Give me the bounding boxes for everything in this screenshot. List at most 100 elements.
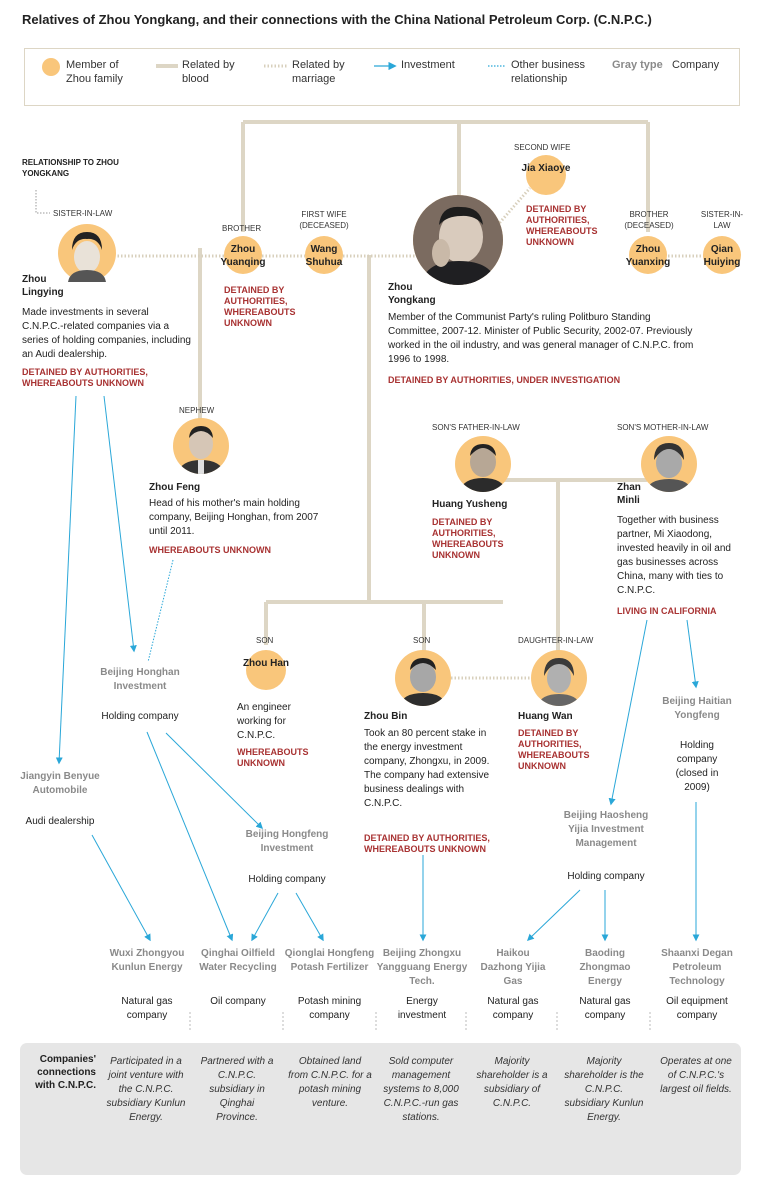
company-qinghai-name: Qinghai Oilfield Water Recycling bbox=[199, 948, 277, 973]
legend-marriage-label: Related by marriage bbox=[292, 59, 345, 85]
zhou-feng-photo bbox=[173, 418, 229, 474]
legend-blood-label: Related by blood bbox=[182, 59, 235, 85]
company-baoding-type: Natural gas company bbox=[579, 996, 631, 1021]
zhou-han-circle bbox=[246, 650, 286, 690]
zhou-han-status: WHEREABOUTS UNKNOWN bbox=[237, 747, 309, 768]
company-shaanxi-name: Shaanxi Degan Petroleum Technology bbox=[661, 948, 733, 987]
haosheng-name: Beijing Haosheng Yijia Investment Manage… bbox=[563, 810, 649, 849]
zhou-yongkang-name: Zhou Yongkang bbox=[388, 282, 436, 306]
zhou-han-name: Zhou Han bbox=[242, 658, 290, 669]
zhan-minli-name: Zhan Minli bbox=[617, 482, 641, 506]
jia-xiaoye-relation: SECOND WIFE bbox=[514, 143, 571, 152]
haitian-type: Holding company (closed in 2009) bbox=[675, 740, 719, 793]
blood-lines bbox=[198, 120, 650, 652]
honghan-type: Holding company bbox=[101, 711, 179, 722]
huang-wan-photo bbox=[531, 650, 587, 706]
zhou-yongkang-status: DETAINED BY AUTHORITIES, UNDER INVESTIGA… bbox=[388, 375, 621, 385]
zhan-minli-status: LIVING IN CALIFORNIA bbox=[617, 606, 717, 616]
zhan-minli-relation: SON'S MOTHER-IN-LAW bbox=[617, 423, 709, 432]
zhan-minli-desc: Together with business partner, Mi Xiaod… bbox=[617, 515, 731, 596]
haitian-name: Beijing Haitian Yongfeng bbox=[662, 696, 732, 721]
marriage-lines bbox=[100, 187, 706, 680]
wang-shuhua-relation: FIRST WIFE (DECEASED) bbox=[299, 210, 349, 230]
company-qionglai-name: Qionglai Hongfeng Potash Fertilizer bbox=[284, 948, 375, 973]
jia-xiaoye-name: Jia Xiaoye bbox=[521, 163, 571, 174]
company-zhongxu-name: Beijing Zhongxu Yangguang Energy Tech. bbox=[376, 948, 468, 987]
legend-company-label: Company bbox=[672, 59, 720, 71]
company-shaanxi-type: Oil equipment company bbox=[666, 996, 728, 1021]
company-wuxi-type: Natural gas company bbox=[121, 996, 173, 1021]
legend-investment-label: Investment bbox=[401, 59, 455, 71]
investment-arrows bbox=[55, 395, 700, 942]
zhou-feng-relation: NEPHEW bbox=[179, 406, 215, 415]
huang-wan-relation: DAUGHTER-IN-LAW bbox=[518, 636, 594, 645]
huang-yusheng-photo bbox=[455, 436, 511, 492]
huang-wan-status: DETAINED BY AUTHORITIES, WHEREABOUTS UNK… bbox=[518, 728, 590, 771]
zhou-feng-name: Zhou Feng bbox=[149, 482, 201, 493]
haosheng-type: Holding company bbox=[567, 871, 645, 882]
jiangyin-name: Jiangyin Benyue Automobile bbox=[20, 771, 100, 796]
company-haikou-name: Haikou Dazhong Yijia Gas bbox=[480, 948, 546, 987]
legend-other-label: Other business relationship bbox=[511, 59, 585, 85]
legend-member-label: Member of Zhou family bbox=[66, 59, 123, 85]
company-haikou-type: Natural gas company bbox=[487, 996, 539, 1021]
zhou-bin-photo bbox=[395, 650, 451, 706]
zhou-lingying-status: DETAINED BY AUTHORITIES, WHEREABOUTS UNK… bbox=[22, 367, 148, 388]
zhou-yuanqing-circle bbox=[224, 236, 262, 274]
zhou-yuanqing-status: DETAINED BY AUTHORITIES, WHEREABOUTS UNK… bbox=[224, 285, 296, 328]
company-wuxi-name: Wuxi Zhongyou Kunlun Energy bbox=[109, 948, 185, 973]
huang-yusheng-status: DETAINED BY AUTHORITIES, WHEREABOUTS UNK… bbox=[432, 517, 504, 560]
huang-yusheng-name: Huang Yusheng bbox=[432, 499, 508, 510]
connection-qionglai: Obtained land from C.N.P.C. for a potash… bbox=[288, 1056, 372, 1109]
company-separators bbox=[189, 1012, 651, 1030]
connection-qinghai: Partnered with a C.N.P.C. subsidiary in … bbox=[200, 1056, 274, 1123]
qian-huiying-relation: SISTER-IN-LAW bbox=[700, 210, 744, 230]
zhou-bin-name: Zhou Bin bbox=[364, 711, 408, 722]
company-qinghai-type: Oil company bbox=[210, 996, 266, 1007]
huang-yusheng-relation: SON'S FATHER-IN-LAW bbox=[432, 423, 520, 432]
zhou-lingying-name: Zhou Lingying bbox=[22, 274, 64, 298]
connections-title: Companies' connections with C.N.P.C. bbox=[35, 1054, 96, 1091]
legend-gray-type: Gray type bbox=[612, 59, 663, 71]
qian-huiying-circle bbox=[703, 236, 741, 274]
honghan-name: Beijing Honghan Investment bbox=[100, 667, 180, 692]
zhou-bin-relation: SON bbox=[413, 636, 431, 645]
diagram-title: Relatives of Zhou Yongkang, and their co… bbox=[22, 12, 652, 27]
wang-shuhua-name: Wang Shuhua bbox=[305, 244, 343, 268]
connection-zhongxu: Sold computer management systems to 8,00… bbox=[383, 1056, 459, 1123]
wang-shuhua-circle bbox=[305, 236, 343, 274]
jiangyin-type: Audi dealership bbox=[25, 816, 95, 827]
zhou-feng-status: WHEREABOUTS UNKNOWN bbox=[149, 545, 271, 555]
other-business-line bbox=[147, 559, 174, 663]
qian-huiying-name: Qian Huiying bbox=[703, 244, 741, 268]
jia-xiaoye-circle bbox=[526, 155, 566, 195]
zhou-yongkang-desc: Member of the Communist Party's ruling P… bbox=[388, 312, 694, 365]
zhou-yuanxing-name: Zhou Yuanxing bbox=[625, 244, 671, 268]
company-qionglai-type: Potash mining company bbox=[297, 996, 362, 1021]
legend-member-circle bbox=[42, 58, 60, 76]
zhou-lingying-relation: SISTER-IN-LAW bbox=[53, 209, 113, 218]
hongfeng-name: Beijing Hongfeng Investment bbox=[245, 829, 329, 854]
zhou-yuanqing-relation: BROTHER bbox=[222, 224, 262, 233]
zhan-minli-photo bbox=[641, 436, 697, 492]
zhou-yongkang-photo bbox=[413, 195, 503, 285]
connection-shaanxi: Operates at one of C.N.P.C.'s largest oi… bbox=[660, 1056, 732, 1095]
company-zhongxu-type: Energy investment bbox=[397, 996, 447, 1021]
company-baoding-name: Baoding Zhongmao Energy bbox=[579, 948, 631, 987]
zhou-yuanqing-name: Zhou Yuanqing bbox=[220, 244, 266, 268]
zhou-feng-desc: Head of his mother's main holding compan… bbox=[149, 498, 319, 537]
jia-xiaoye-status: DETAINED BY AUTHORITIES, WHEREABOUTS UNK… bbox=[526, 204, 598, 247]
connection-haikou: Majority shareholder is a subsidiary of … bbox=[476, 1056, 548, 1109]
legend bbox=[24, 48, 740, 106]
zhou-yuanxing-relation: BROTHER (DECEASED) bbox=[624, 210, 674, 230]
hongfeng-type: Holding company bbox=[248, 874, 326, 885]
zhou-bin-desc: Took an 80 percent stake in the energy i… bbox=[364, 728, 490, 809]
connection-wuxi: Participated in a joint venture with the… bbox=[106, 1056, 186, 1123]
zhou-lingying-desc: Made investments in several C.N.P.C.-rel… bbox=[22, 307, 191, 360]
zhou-lingying-photo bbox=[58, 224, 116, 282]
connections-panel bbox=[20, 1043, 741, 1175]
relationship-heading: RELATIONSHIP TO ZHOU YONGKANG bbox=[22, 158, 119, 178]
connection-baoding: Majority shareholder is the C.N.P.C. sub… bbox=[564, 1056, 644, 1123]
huang-wan-name: Huang Wan bbox=[518, 711, 573, 722]
